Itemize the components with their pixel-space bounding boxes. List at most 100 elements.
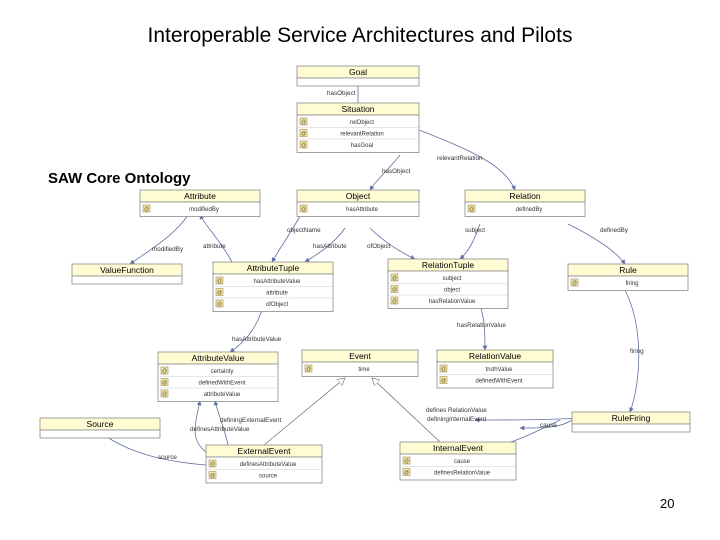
class-body: [39, 429, 161, 439]
relation-edge: [418, 129, 516, 191]
relation-edge: [199, 214, 233, 263]
class-attribute: object: [444, 288, 460, 294]
class-nodes: GoalSituation@relObject@relevantRelation…: [39, 65, 691, 484]
attribute-marker-icon: @: [215, 276, 224, 285]
class-body: [205, 456, 323, 484]
class-body: [296, 77, 420, 87]
relation-label: definingExternalEvent: [220, 417, 282, 424]
attribute-marker-icon: @: [208, 459, 217, 468]
svg-text:@: @: [217, 279, 222, 285]
class-name: InternalEvent: [433, 443, 484, 453]
class-name: AttributeValue: [192, 353, 245, 363]
attribute-marker-icon: @: [142, 204, 151, 213]
class-body: [71, 275, 183, 285]
relation-edge: [459, 223, 481, 260]
class-name: RelationTuple: [422, 260, 474, 270]
class-attribute: definesAttributeValue: [240, 462, 297, 468]
svg-text:@: @: [217, 290, 222, 296]
attribute-marker-icon: @: [390, 273, 399, 282]
relation-label: hasAttributeValue: [232, 336, 282, 343]
attribute-marker-icon: @: [439, 364, 448, 373]
class-attribute: attributeValue: [204, 392, 241, 398]
relation-label: definesAttributeValue: [190, 426, 250, 433]
attribute-marker-icon: @: [570, 278, 579, 287]
class-body: [139, 201, 261, 217]
attribute-marker-icon: @: [299, 204, 308, 213]
svg-text:@: @: [301, 131, 306, 137]
svg-text:@: @: [162, 380, 167, 386]
class-body: [387, 270, 509, 309]
relation-edge: [369, 227, 416, 260]
svg-text:@: @: [210, 473, 215, 479]
class-attribute: definedWithEvent: [198, 381, 245, 387]
class-body: [301, 361, 419, 377]
relation-label: source: [158, 454, 177, 461]
class-situation: Situation@relObject@relevantRelation@has…: [296, 102, 420, 153]
svg-text:@: @: [392, 299, 397, 305]
class-name: RuleFiring: [612, 413, 651, 423]
generalization-edge: [263, 378, 345, 446]
class-source: Source: [39, 417, 161, 439]
svg-text:@: @: [162, 392, 167, 398]
class-attribute: cause: [454, 459, 471, 465]
class-attribute: relevantRelation: [340, 132, 383, 138]
svg-text:@: @: [572, 281, 577, 287]
class-attribute: certainty: [211, 369, 234, 375]
svg-text:@: @: [404, 459, 409, 465]
class-name: Relation: [509, 191, 540, 201]
class-attribute: definesRelationValue: [434, 471, 491, 477]
class-name: AttributeTuple: [247, 263, 300, 273]
attribute-marker-icon: @: [390, 285, 399, 293]
class-name: ValueFunction: [100, 265, 154, 275]
attribute-marker-icon: @: [390, 296, 399, 305]
relation-edge: [304, 227, 346, 263]
svg-text:@: @: [301, 207, 306, 213]
class-attribute-value: AttributeValue @ certainty @ definedWithEven…: [157, 351, 279, 402]
class-attribute: truthValue: [486, 367, 514, 373]
class-relation-value: RelationValue @ truthValue @ definedWithEven…: [436, 349, 554, 389]
class-body: [157, 363, 279, 402]
svg-text:@: @: [392, 276, 397, 282]
svg-text:@: @: [144, 207, 149, 213]
class-attribute: definedWithEvent: [475, 379, 522, 385]
class-name: RelationValue: [469, 351, 522, 361]
class-name: Event: [349, 351, 371, 361]
class-name: Goal: [349, 67, 367, 77]
svg-text:@: @: [441, 378, 446, 384]
attribute-marker-icon: @: [402, 456, 411, 465]
svg-text:@: @: [306, 367, 311, 373]
relation-edge: [567, 223, 626, 265]
class-relation: Relation@definedBy: [464, 189, 586, 217]
attribute-marker-icon: @: [304, 364, 313, 373]
relation-label: attribute: [203, 243, 226, 250]
class-body: [399, 453, 517, 481]
class-internal-event: InternalEvent@cause@definesRelationValue: [399, 441, 517, 481]
class-attribute: Attribute@modifiedBy: [139, 189, 261, 217]
relation-edge: [519, 419, 573, 431]
relation-label: definingInternalEvent: [427, 416, 486, 423]
relation-label: cause: [540, 422, 557, 429]
class-external-event: ExternalEvent@definesAttributeValue@sour…: [205, 444, 323, 484]
class-name: Object: [346, 191, 371, 201]
class-body: [436, 361, 554, 389]
page-number: 20: [660, 496, 675, 511]
class-body: [296, 201, 420, 217]
class-attribute: hasAttributeValue: [254, 279, 302, 285]
class-attribute: time: [358, 367, 370, 373]
svg-text:@: @: [210, 462, 215, 468]
svg-text:@: @: [392, 287, 397, 293]
class-attribute: hasAttribute: [346, 207, 379, 213]
relation-edges: [99, 78, 640, 466]
relation-label: hasObject: [382, 168, 411, 175]
attribute-marker-icon: @: [160, 378, 169, 386]
class-body: [212, 273, 334, 312]
class-attribute: firing: [625, 281, 638, 287]
class-rule-firing: RuleFiring: [571, 411, 691, 433]
class-value-function: ValueFunction: [71, 263, 183, 285]
attribute-marker-icon: @: [299, 117, 308, 126]
class-name: Rule: [619, 265, 637, 275]
attribute-marker-icon: @: [208, 471, 217, 479]
class-object: Object @ hasAttribute: [296, 189, 420, 217]
relation-label: subject: [465, 227, 485, 234]
class-body: [567, 275, 689, 291]
